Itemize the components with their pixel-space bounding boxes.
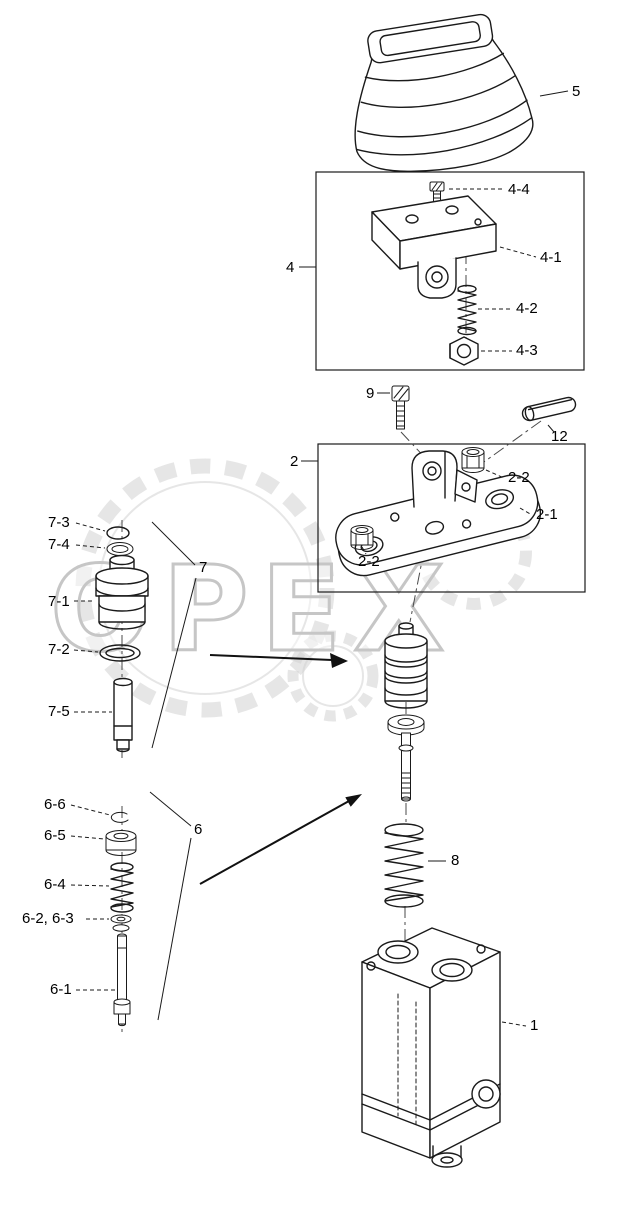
label-7: 7 — [199, 559, 207, 576]
label-12: 12 — [551, 428, 568, 445]
label-2-1: 2-1 — [536, 506, 558, 523]
part-7-2-o-ring — [99, 644, 141, 662]
label-6-5: 6-5 — [44, 827, 66, 844]
frame-group-2 — [317, 443, 586, 593]
part-9-bolt — [391, 385, 410, 430]
part-2-2-bushing-upper — [461, 447, 485, 473]
part-6-4-spring — [110, 862, 134, 913]
label-7-2: 7-2 — [48, 641, 70, 658]
frame-group-4 — [315, 171, 585, 371]
label-4-4: 4-4 — [508, 181, 530, 198]
label-4: 4 — [286, 259, 294, 276]
label-2-2-upper: 2-2 — [508, 469, 530, 486]
part-7-1-guide — [95, 554, 149, 630]
part-6-5-seat — [105, 830, 137, 856]
part-2-2-bushing-lower — [350, 525, 374, 550]
group-4 — [371, 181, 497, 366]
group-7 — [95, 521, 197, 753]
label-7-3: 7-3 — [48, 514, 70, 531]
part-1-valve-body — [361, 927, 501, 1168]
label-7-5: 7-5 — [48, 703, 70, 720]
bracket-7-bottom — [151, 577, 197, 749]
part-7-5-pin — [113, 677, 133, 753]
label-9: 9 — [366, 385, 374, 402]
label-4-3: 4-3 — [516, 342, 538, 359]
label-5: 5 — [572, 83, 580, 100]
label-6-1: 6-1 — [50, 981, 72, 998]
label-2-2-lower: 2-2 — [358, 553, 380, 570]
part-plunger-spool — [384, 622, 428, 709]
label-7-1: 7-1 — [48, 593, 70, 610]
label-6: 6 — [194, 821, 202, 838]
bracket-6-bottom — [157, 837, 192, 1021]
part-2-1-plate — [335, 450, 542, 577]
group-6 — [105, 791, 192, 1027]
assembly-arrow-upper — [209, 653, 348, 668]
bracket-7-top — [151, 521, 196, 566]
label-7-4: 7-4 — [48, 536, 70, 553]
bracket-6-top — [149, 791, 192, 827]
label-4-2: 4-2 — [516, 300, 538, 317]
assembly-arrow-lower — [199, 794, 362, 885]
part-5-rubber-boot — [354, 13, 534, 172]
part-6-6-clip — [110, 811, 129, 823]
part-stem-retainer — [387, 714, 425, 802]
part-4-1-cam-block — [371, 195, 497, 299]
part-6-2-6-3-washers — [110, 914, 132, 932]
label-8: 8 — [451, 852, 459, 869]
part-4-2-spring — [457, 284, 477, 336]
label-1: 1 — [530, 1017, 538, 1034]
labels: 5 4-4 4 4-1 4-2 4-3 9 12 2 2-2 2-1 2-2 7… — [22, 83, 580, 1034]
part-4-4-screw — [429, 181, 445, 203]
part-12-pin — [521, 396, 577, 422]
label-6-6: 6-6 — [44, 796, 66, 813]
label-6-4: 6-4 — [44, 876, 66, 893]
label-6-2-6-3: 6-2, 6-3 — [22, 910, 74, 927]
part-8-spring — [384, 823, 424, 908]
group-2 — [335, 447, 542, 577]
label-2: 2 — [290, 453, 298, 470]
part-4-3-nut — [449, 336, 479, 366]
label-4-1: 4-1 — [540, 249, 562, 266]
part-6-1-spool — [113, 933, 131, 1027]
part-7-3-ring — [106, 526, 130, 540]
part-7-4-washer — [106, 542, 134, 556]
